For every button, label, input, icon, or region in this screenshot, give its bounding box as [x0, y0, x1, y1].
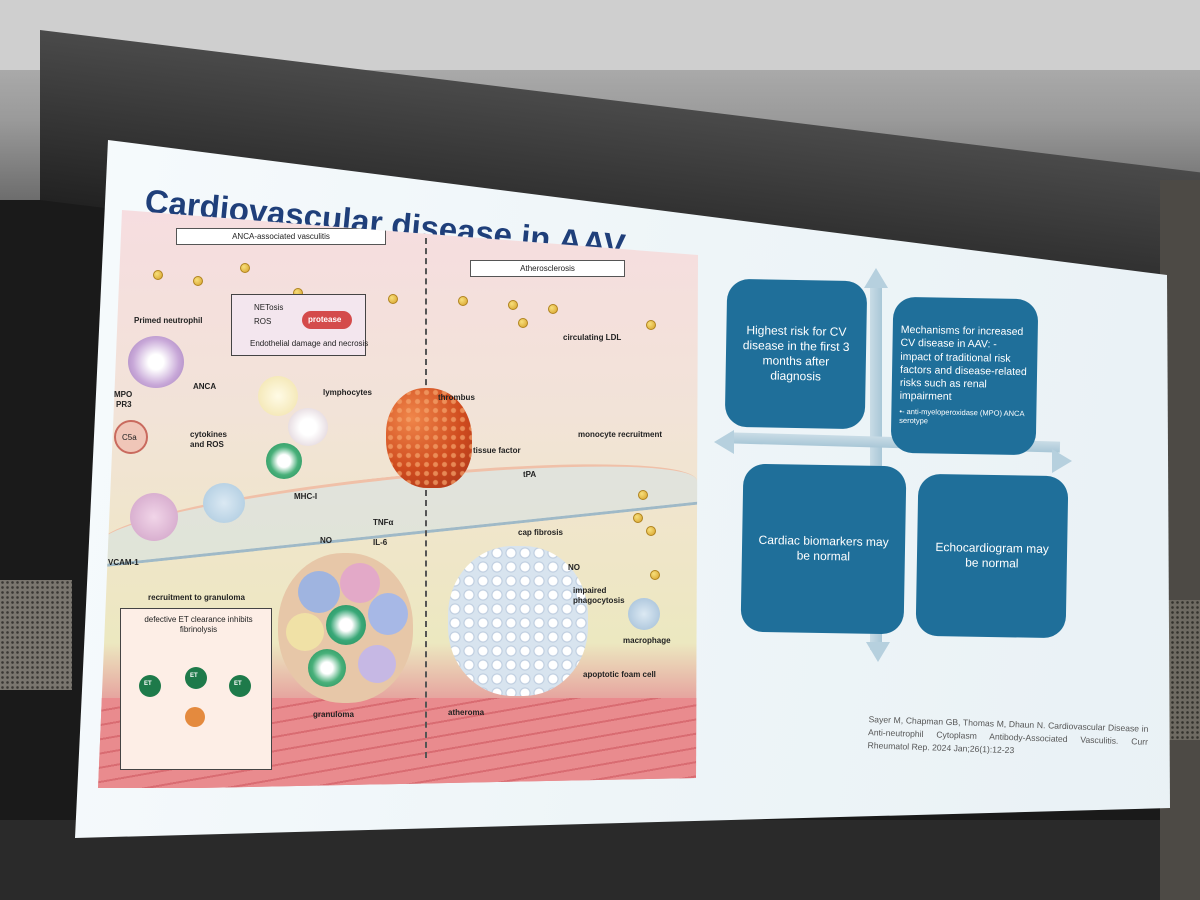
et-cell: ET	[139, 675, 161, 697]
label-circulating-ldl: circulating LDL	[563, 333, 622, 342]
t-cell	[266, 443, 302, 479]
label-et: ET	[144, 681, 152, 687]
label-pr3: PR3	[116, 400, 132, 409]
net-label-endothelial: Endothelial damage and necrosis	[250, 339, 369, 348]
ldl-particle	[193, 276, 203, 286]
label-anca: ANCA	[193, 382, 217, 391]
ldl-particle	[508, 300, 518, 310]
ldl-particle	[153, 270, 163, 280]
label-macrophage: macrophage	[623, 636, 671, 645]
protease-badge: protease	[302, 311, 352, 329]
quadrant-bottom-left: Cardiac biomarkers may be normal	[740, 463, 907, 635]
quadrant-top-right-text: Mechanisms for increased CV disease in A…	[899, 324, 1027, 403]
plasmin-cell	[185, 707, 205, 727]
et-cell: ET	[229, 675, 251, 697]
label-primed-neutrophil: Primed neutrophil	[134, 316, 203, 325]
neutrophil-cell	[130, 493, 178, 541]
label-no-right: NO	[568, 563, 580, 572]
granuloma-cell	[368, 593, 408, 635]
granuloma-cluster	[278, 553, 413, 703]
pathology-illustration: ANCA-associated vasculitis Atheroscleros…	[98, 210, 698, 788]
label-defective-et: defective ET clearance inhibits fibrinol…	[144, 615, 253, 634]
label-monocyte-recruitment: monocyte recruitment	[578, 430, 663, 439]
ldl-particle	[548, 304, 558, 314]
netosis-inset: NETosis ROS protease Endothelial damage …	[231, 294, 369, 356]
label-impaired: impaired	[573, 586, 607, 595]
primed-neutrophil-cell	[128, 336, 184, 388]
quadrant-bottom-right-text: Echocardiogram may be normal	[935, 540, 1049, 571]
quadrant-top-right-note: •- anti-myeloperoxidase (MPO) ANCA serot…	[899, 406, 1025, 426]
granuloma-cell	[358, 645, 396, 683]
thrombus-clot	[386, 388, 472, 488]
quadrant-bottom-left-text: Cardiac biomarkers may be normal	[758, 532, 889, 564]
panel-divider	[425, 238, 427, 758]
label-atheroma: atheroma	[448, 708, 485, 717]
ldl-particle	[240, 263, 250, 273]
label-et: ET	[234, 681, 242, 687]
quadrant-top-left-text: Highest risk for CV disease in the first…	[742, 323, 850, 384]
arrow-down-icon	[866, 642, 890, 662]
quadrant-top-left: Highest risk for CV disease in the first…	[724, 278, 868, 430]
label-no-left: NO	[320, 536, 332, 545]
label-mhc-i: MHC-I	[294, 492, 318, 501]
ldl-particle	[388, 294, 398, 304]
ldl-particle	[458, 296, 468, 306]
speaker-grille-left	[0, 580, 72, 690]
label-et: ET	[190, 673, 198, 679]
granuloma-cell	[298, 571, 340, 613]
ldl-particle	[646, 526, 656, 536]
lymphocyte-cell	[288, 408, 328, 446]
et-cell: ET	[185, 667, 207, 689]
label-il-6: IL-6	[373, 538, 388, 547]
arrow-right-icon	[1052, 449, 1072, 473]
arrow-left-icon	[714, 430, 734, 454]
label-thrombus: thrombus	[438, 393, 475, 402]
label-vcam-1: VCAM-1	[108, 558, 139, 567]
granuloma-cell	[308, 649, 346, 687]
label-cap-fibrosis: cap fibrosis	[518, 528, 563, 537]
ldl-particle	[646, 320, 656, 330]
label-mpo: MPO	[114, 390, 133, 399]
arrow-up-icon	[864, 268, 888, 288]
ldl-particle	[633, 513, 643, 523]
quadrant-bottom-right: Echocardiogram may be normal	[915, 473, 1069, 639]
label-tnfa: TNFα	[373, 518, 394, 527]
c5a-molecule: C5a	[114, 420, 148, 454]
label-c5a: C5a	[122, 433, 137, 442]
label-apoptotic-foam-cell: apoptotic foam cell	[583, 670, 656, 679]
quadrant-top-right: Mechanisms for increased CV disease in A…	[890, 296, 1039, 456]
ldl-particle	[638, 490, 648, 500]
granuloma-cell	[286, 613, 324, 651]
label-recruitment-granuloma: recruitment to granuloma	[148, 593, 245, 602]
dendritic-cell	[258, 376, 298, 416]
net-label-ros: ROS	[254, 317, 272, 326]
granuloma-cell	[326, 605, 366, 645]
label-granuloma: granuloma	[313, 710, 354, 719]
label-phagocytosis: phagocytosis	[573, 596, 625, 605]
net-label-protease: protease	[308, 315, 342, 324]
atheroma-plaque	[448, 546, 588, 696]
macrophage-cell	[628, 598, 660, 630]
label-and-ros: and ROS	[190, 440, 224, 449]
panel-label-aav: ANCA-associated vasculitis	[176, 228, 386, 245]
granuloma-cell	[340, 563, 380, 603]
panel-label-atherosclerosis: Atherosclerosis	[470, 260, 625, 277]
ldl-particle	[650, 570, 660, 580]
et-clearance-inset: defective ET clearance inhibits fibrinol…	[120, 608, 272, 770]
activated-neutrophil-cell	[203, 483, 245, 523]
label-tpa: tPA	[523, 470, 537, 479]
label-lymphocytes: lymphocytes	[323, 388, 372, 397]
speaker-grille-right	[1165, 600, 1200, 740]
net-label-netosis: NETosis	[254, 303, 284, 312]
label-cytokines: cytokines	[190, 430, 227, 439]
label-tissue-factor: tissue factor	[473, 446, 521, 455]
ldl-particle	[518, 318, 528, 328]
